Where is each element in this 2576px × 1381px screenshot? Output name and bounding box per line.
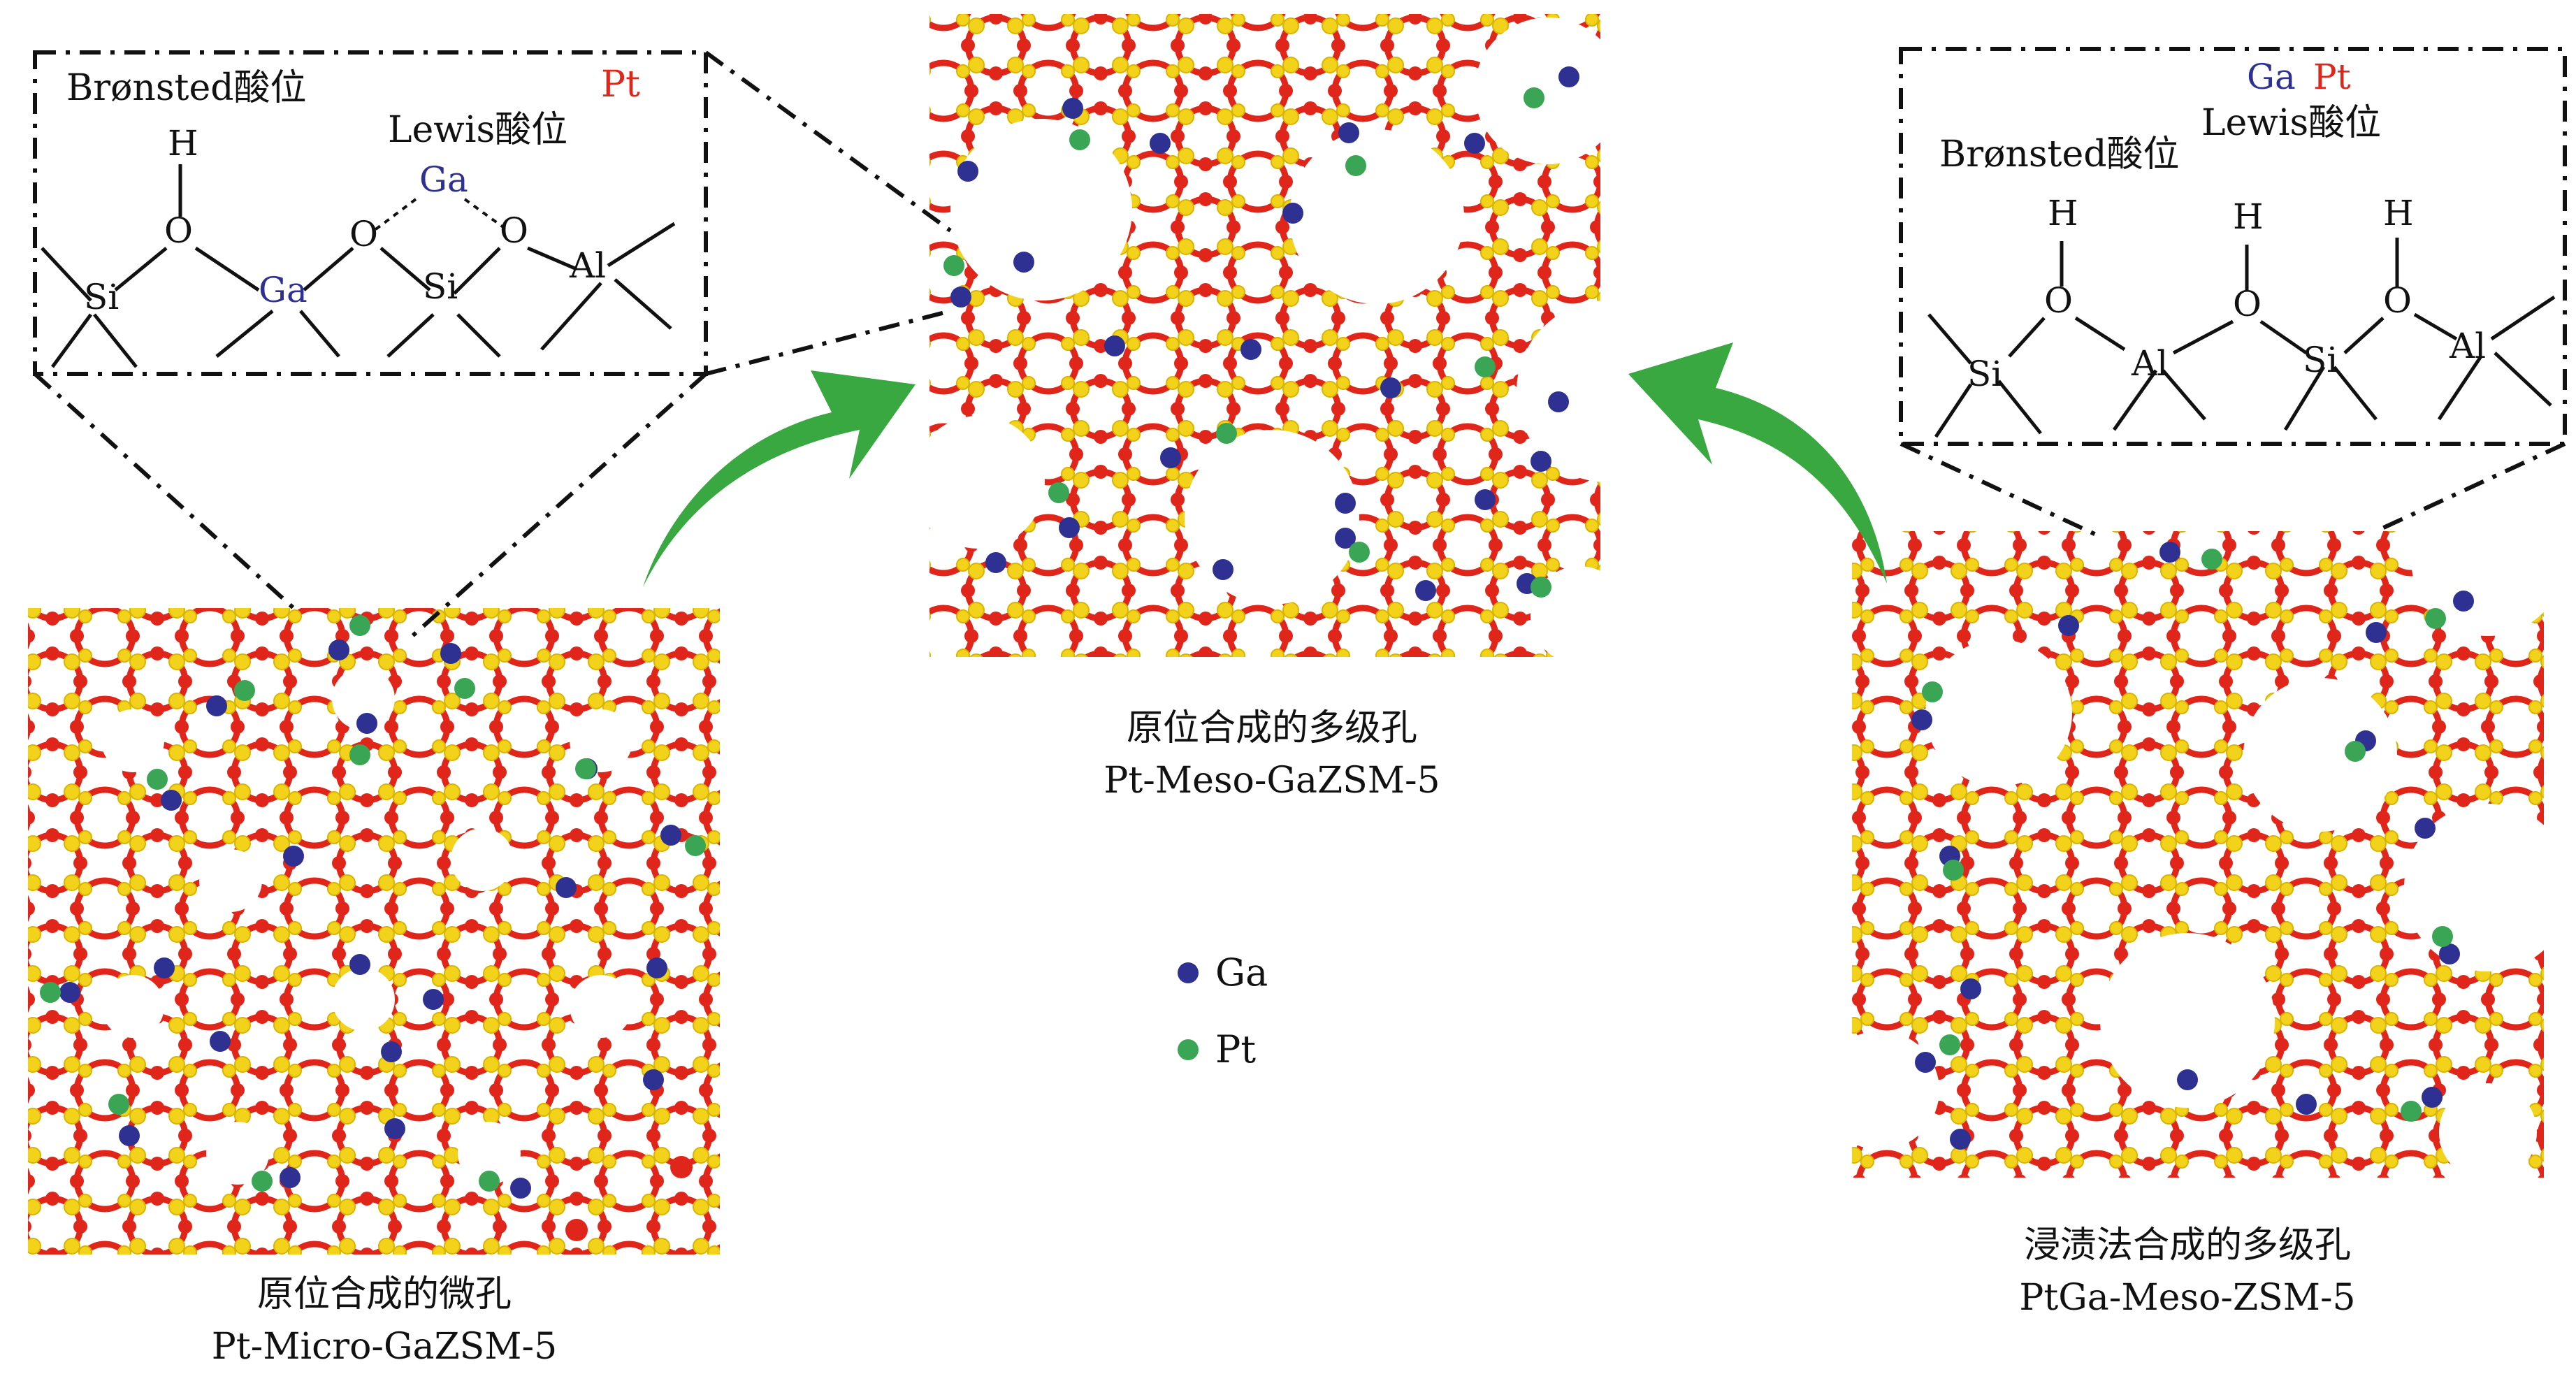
legend-ga: Ga <box>1178 950 1268 995</box>
right-atom-o3: O <box>2383 283 2412 318</box>
left-caption: 原位合成的微孔 Pt-Micro-GaZSM-5 <box>105 1268 664 1374</box>
right-atom-h2: H <box>2233 199 2264 234</box>
left-atom-si1: Si <box>84 280 119 314</box>
legend-ga-dot <box>1178 962 1199 983</box>
left-atom-ga: Ga <box>259 273 307 308</box>
arrow-left-to-center <box>643 370 916 587</box>
right-caption-en: PtGa-Meso-ZSM-5 <box>1908 1272 2467 1324</box>
left-lewis-label: Lewis酸位 <box>388 112 567 148</box>
right-lewis-label: Lewis酸位 <box>2201 105 2381 141</box>
right-pt-label: Pt <box>2313 59 2351 94</box>
left-pt-label: Pt <box>601 66 640 103</box>
left-atom-o1: O <box>164 213 193 248</box>
left-atom-h: H <box>168 126 198 161</box>
left-atom-al: Al <box>570 248 606 283</box>
right-atom-o2: O <box>2233 287 2262 321</box>
left-caption-cn: 原位合成的微孔 <box>105 1268 664 1321</box>
left-lattice <box>28 608 720 1255</box>
right-atom-si2: Si <box>2303 342 2338 377</box>
left-bronsted-label: Brønsted酸位 <box>66 70 307 106</box>
right-caption: 浸渍法合成的多级孔 PtGa-Meso-ZSM-5 <box>1908 1220 2467 1325</box>
left-atom-si2: Si <box>423 269 458 304</box>
left-atom-o2: O <box>349 217 378 252</box>
left-inset-dashed-bonds <box>374 199 503 231</box>
right-atom-al1: Al <box>2132 346 2168 381</box>
legend-ga-label: Ga <box>1215 950 1268 995</box>
right-ga-label: Ga <box>2247 59 2296 94</box>
center-lattice <box>912 14 1698 664</box>
right-atom-h3: H <box>2383 196 2414 231</box>
right-caption-cn: 浸渍法合成的多级孔 <box>1908 1220 2467 1272</box>
right-atom-si1: Si <box>1967 356 2002 391</box>
arrow-right-to-center <box>1628 342 1887 584</box>
left-atom-o3: O <box>500 213 528 248</box>
right-atom-o1: O <box>2044 283 2073 318</box>
center-caption-cn: 原位合成的多级孔 <box>992 702 1551 755</box>
right-bronsted-label: Brønsted酸位 <box>1939 136 2180 173</box>
center-caption-en: Pt-Meso-GaZSM-5 <box>992 755 1551 807</box>
legend-pt: Pt <box>1178 1027 1256 1071</box>
center-caption: 原位合成的多级孔 Pt-Meso-GaZSM-5 <box>992 702 1551 808</box>
left-caption-en: Pt-Micro-GaZSM-5 <box>105 1321 664 1373</box>
legend-pt-label: Pt <box>1215 1027 1256 1071</box>
right-atom-al2: Al <box>2450 328 2486 363</box>
left-atom-ga-lewis: Ga <box>419 162 468 197</box>
legend-pt-dot <box>1178 1039 1199 1060</box>
right-atom-h1: H <box>2048 196 2078 231</box>
